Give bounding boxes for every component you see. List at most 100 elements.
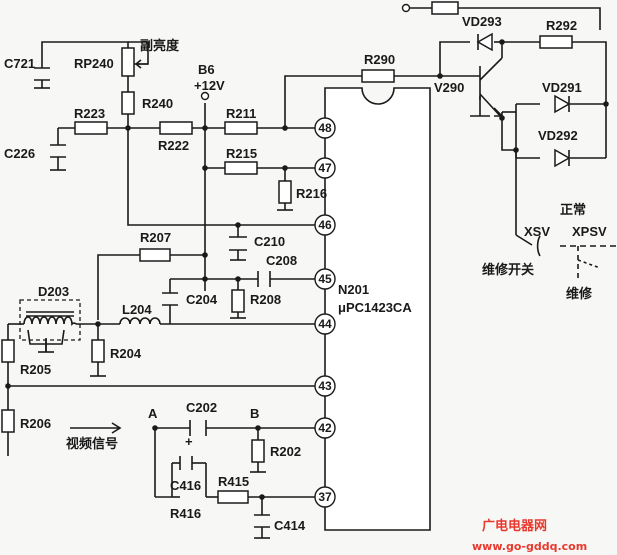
label-c210: C210: [254, 234, 285, 249]
capacitor-c208: [257, 271, 271, 287]
diode-vd293: [476, 32, 493, 52]
label-video-signal: 视频信号: [66, 436, 118, 451]
label-r202: R202: [270, 444, 301, 459]
label-cap-polarity: +: [185, 434, 193, 449]
pin-42: 42: [318, 421, 332, 435]
pin-46: 46: [318, 218, 332, 232]
label-chip-ref: N201: [338, 282, 369, 297]
label-r204: R204: [110, 346, 142, 361]
label-c414: C414: [274, 518, 306, 533]
transistor-v290: [466, 66, 481, 100]
watermark: 广电电器网 www.go-gddq.com: [472, 518, 587, 553]
label-r211: R211: [226, 106, 256, 121]
watermark-site-url: www.go-gddq.com: [472, 540, 587, 553]
label-r208: R208: [250, 292, 281, 307]
resistor-r415: [217, 490, 249, 504]
label-c202: C202: [186, 400, 217, 415]
label-r205: R205: [20, 362, 51, 377]
pin-44: 44: [318, 317, 332, 331]
label-c226: C226: [4, 146, 35, 161]
resistor-r208: [231, 289, 245, 313]
ic-pins: 48 47 46 45 44 43 42 37: [314, 117, 336, 508]
resistor-r211: [224, 121, 258, 135]
resistor-r215: [224, 161, 258, 175]
label-r215: R215: [226, 146, 257, 161]
label-d203: D203: [38, 284, 69, 299]
capacitor-c202: [189, 420, 207, 436]
resistor-top: [431, 1, 459, 15]
label-xsv: XSV: [524, 224, 550, 239]
service-switch: [536, 235, 617, 282]
label-vd293: VD293: [462, 14, 502, 29]
label-c204: C204: [186, 292, 218, 307]
label-r240: R240: [142, 96, 173, 111]
resistor-r292: [539, 35, 573, 49]
resistor-r205: [1, 339, 15, 363]
label-r416: R416: [170, 506, 201, 521]
label-chip-part: μPC1423CA: [338, 300, 412, 315]
label-r290: R290: [364, 52, 395, 67]
pin-37: 37: [318, 490, 332, 504]
capacitors: [34, 67, 271, 528]
resistor-r202: [251, 439, 265, 463]
pin-47: 47: [318, 161, 332, 175]
label-r216: R216: [296, 186, 327, 201]
watermark-site-name: 广电电器网: [482, 518, 547, 534]
label-r415: R415: [218, 474, 249, 489]
resistor-r216: [278, 180, 292, 204]
label-r206: R206: [20, 416, 51, 431]
label-xpsv: XPSV: [572, 224, 607, 239]
wires: [7, 7, 607, 539]
pin-45: 45: [318, 272, 332, 286]
inductors: [19, 299, 161, 352]
label-service-switch: 维修开关: [482, 262, 534, 277]
label-r223: R223: [74, 106, 105, 121]
capacitor-c210: [229, 236, 247, 251]
diode-vd292: [554, 148, 571, 168]
capacitor-c416: [179, 456, 193, 470]
resistors: [1, 1, 573, 504]
resistor-r206: [1, 409, 15, 433]
label-r292: R292: [546, 18, 577, 33]
label-12v: +12V: [194, 78, 225, 93]
semiconductors: [466, 32, 571, 168]
resistor-r207: [139, 248, 171, 262]
pin-48: 48: [318, 121, 332, 135]
ic-n201: [324, 87, 431, 531]
label-b6: B6: [198, 62, 215, 77]
capacitor-c226: [50, 144, 66, 158]
label-c721: C721: [4, 56, 35, 71]
label-vd292: VD292: [538, 128, 578, 143]
resistor-r222: [159, 121, 193, 135]
label-vd291: VD291: [542, 80, 582, 95]
supply-terminal: [200, 3, 411, 101]
label-normal: 正常: [560, 202, 586, 217]
capacitor-c414: [254, 514, 270, 528]
label-node-a: A: [148, 406, 158, 421]
label-l204: L204: [122, 302, 152, 317]
resistor-r290: [361, 69, 395, 83]
component-labels: C721 RP240 副亮度 R240 R223 C226 R222 B6 +1…: [4, 14, 607, 533]
capacitor-c204: [162, 292, 178, 306]
label-r222: R222: [158, 138, 189, 153]
resistor-r223: [74, 121, 108, 135]
label-sub-brightness: 副亮度: [140, 38, 180, 53]
label-r207: R207: [140, 230, 171, 245]
resistor-r240: [121, 91, 135, 115]
pin-43: 43: [318, 379, 332, 393]
label-service: 维修: [566, 286, 593, 301]
coil-d203: [23, 316, 77, 326]
diode-vd291: [554, 94, 571, 114]
capacitor-c721: [34, 67, 50, 81]
label-rp240: RP240: [74, 56, 114, 71]
inductor-l204: [119, 317, 161, 325]
label-c208: C208: [266, 253, 297, 268]
resistor-rp240: [121, 47, 135, 77]
label-v290: V290: [434, 80, 464, 95]
label-node-b: B: [250, 406, 259, 421]
signal-arrow-icon: [111, 422, 122, 434]
resistor-r204: [91, 339, 105, 363]
label-c416: C416: [170, 478, 201, 493]
